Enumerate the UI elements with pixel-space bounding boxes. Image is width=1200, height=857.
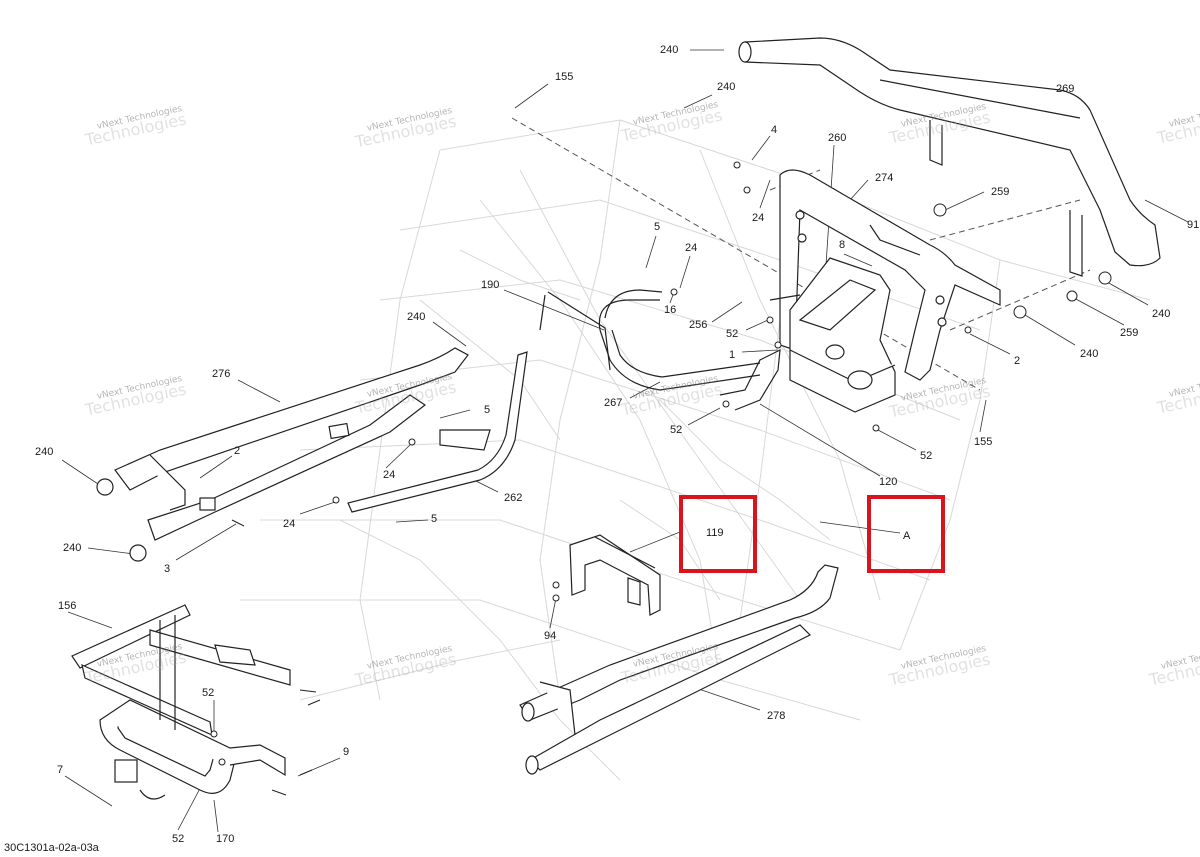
callout-267[interactable]: 267 <box>604 397 623 409</box>
callout-A[interactable]: A <box>903 530 911 542</box>
callout-1[interactable]: 1 <box>729 349 736 361</box>
callout-16[interactable]: 16 <box>664 304 677 316</box>
callout-8[interactable]: 8 <box>839 239 846 251</box>
callout-119[interactable]: 119 <box>706 527 724 539</box>
hardware-fasteners <box>210 161 1112 796</box>
part-170-rear-rack <box>71 604 291 800</box>
callout-278[interactable]: 278 <box>767 710 786 722</box>
callout-256[interactable]: 256 <box>689 319 708 331</box>
callout-240[interactable]: 240 <box>407 311 426 323</box>
callout-4[interactable]: 4 <box>771 124 778 136</box>
callout-259[interactable]: 259 <box>991 186 1010 198</box>
callout-156[interactable]: 156 <box>58 600 77 612</box>
callout-52[interactable]: 52 <box>920 450 933 462</box>
callout-5[interactable]: 5 <box>431 513 438 525</box>
callout-262[interactable]: 262 <box>504 492 523 504</box>
callout-9[interactable]: 9 <box>343 746 350 758</box>
part-269-top-bar <box>738 37 1161 277</box>
callout-260[interactable]: 260 <box>828 132 847 144</box>
leader-lines <box>61 49 1189 833</box>
part-276-left-hoop <box>96 347 469 562</box>
part-119-bracket <box>569 534 661 616</box>
callout-52[interactable]: 52 <box>202 687 215 699</box>
highlight-box-119 <box>679 495 757 573</box>
callout-52[interactable]: 52 <box>172 833 185 845</box>
part-278-lower-rail <box>519 564 839 775</box>
part-262-side-arm <box>347 351 528 513</box>
callout-240[interactable]: 240 <box>1152 308 1171 320</box>
assembly-dashed-lines <box>511 117 1091 391</box>
callout-5[interactable]: 5 <box>484 404 491 416</box>
callout-259[interactable]: 259 <box>1120 327 1139 339</box>
callout-155[interactable]: 155 <box>555 71 574 83</box>
part-267-bumper-hoop <box>539 289 781 411</box>
callout-276[interactable]: 276 <box>212 368 231 380</box>
callout-5[interactable]: 5 <box>654 221 661 233</box>
callout-120[interactable]: 120 <box>879 476 898 488</box>
callout-240[interactable]: 240 <box>717 81 736 93</box>
callout-240[interactable]: 240 <box>1080 348 1099 360</box>
callout-94[interactable]: 94 <box>544 630 557 642</box>
callout-2[interactable]: 2 <box>234 445 241 457</box>
callout-52[interactable]: 52 <box>670 424 683 436</box>
callout-24[interactable]: 24 <box>752 212 765 224</box>
callout-24[interactable]: 24 <box>283 518 296 530</box>
callout-91[interactable]: 91 <box>1187 219 1200 231</box>
highlight-box-A <box>867 495 945 573</box>
callout-240[interactable]: 240 <box>35 446 54 458</box>
callout-24[interactable]: 24 <box>383 469 396 481</box>
part-120-central-box <box>769 257 896 413</box>
callout-24[interactable]: 24 <box>685 242 698 254</box>
callout-2[interactable]: 2 <box>1014 355 1021 367</box>
callout-155[interactable]: 155 <box>974 436 993 448</box>
callout-190[interactable]: 190 <box>481 279 500 291</box>
callout-52[interactable]: 52 <box>726 328 739 340</box>
part-274-front-cage <box>779 169 1001 381</box>
callout-274[interactable]: 274 <box>875 172 894 184</box>
document-code: 30C1301a-02a-03a <box>4 842 99 854</box>
callout-240[interactable]: 240 <box>660 44 679 56</box>
callout-269[interactable]: 269 <box>1056 83 1075 95</box>
callout-3[interactable]: 3 <box>164 563 171 575</box>
callout-240[interactable]: 240 <box>63 542 82 554</box>
callout-170[interactable]: 170 <box>216 833 235 845</box>
callout-7[interactable]: 7 <box>57 764 64 776</box>
